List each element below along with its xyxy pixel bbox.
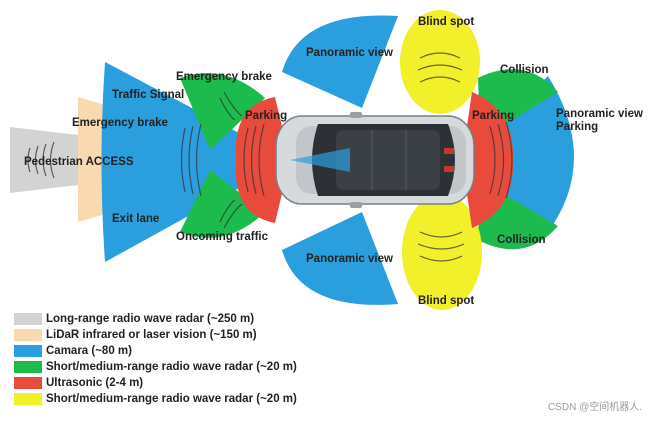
- label-emergency-brake-rear: Emergency brake: [72, 117, 168, 129]
- legend-label: LiDaR infrared or laser vision (~150 m): [46, 329, 257, 341]
- legend-item: Short/medium-range radio wave radar (~20…: [14, 391, 297, 407]
- label-pedestrian-access: Pedestrian ACCESS: [24, 156, 134, 168]
- label-traffic-signal: Traffic Signal: [112, 89, 184, 101]
- panoramic-top-zone: [282, 15, 398, 108]
- blind-spot-bottom-zone: [402, 194, 482, 310]
- label-emergency-brake-front: Emergency brake: [176, 71, 272, 83]
- label-oncoming-traffic: Oncoming traffic: [176, 231, 269, 243]
- label-panoramic-view-parking-2: Parking: [556, 121, 598, 133]
- ultrasonic-front-zone: [235, 97, 290, 223]
- label-blind-spot-top: Blind spot: [418, 16, 474, 28]
- legend-swatch: [14, 313, 42, 325]
- legend-swatch: [14, 393, 42, 405]
- legend-item: Short/medium-range radio wave radar (~20…: [14, 359, 297, 375]
- label-panoramic-view-top: Panoramic view: [306, 47, 393, 59]
- front-radar-top-zone: [180, 73, 265, 150]
- legend-item: Long-range radio wave radar (~250 m): [14, 311, 297, 327]
- car-top-view: [275, 112, 475, 208]
- legend-label: Short/medium-range radio wave radar (~20…: [46, 393, 297, 405]
- label-parking-left: Parking: [245, 110, 287, 122]
- label-collision-top: Collision: [500, 64, 549, 76]
- front-radar-bottom-zone: [180, 170, 265, 238]
- ultrasonic-rear-zone: [462, 92, 514, 228]
- blind-spot-top-zone: [400, 10, 480, 114]
- label-exit-lane: Exit lane: [112, 213, 159, 225]
- label-panoramic-view-bottom: Panoramic view: [306, 253, 393, 265]
- legend-swatch: [14, 377, 42, 389]
- legend-swatch: [14, 361, 42, 373]
- legend-swatch: [14, 329, 42, 341]
- legend: Long-range radio wave radar (~250 m) LiDa…: [14, 311, 297, 407]
- legend-label: Short/medium-range radio wave radar (~20…: [46, 361, 297, 373]
- legend-label: Ultrasonic (2-4 m): [46, 377, 144, 389]
- wave-lines: [27, 52, 513, 262]
- legend-label: Long-range radio wave radar (~250 m): [46, 313, 255, 325]
- legend-item: LiDaR infrared or laser vision (~150 m): [14, 327, 297, 343]
- label-blind-spot-bottom: Blind spot: [418, 295, 474, 307]
- legend-swatch: [14, 345, 42, 357]
- label-collision-bottom: Collision: [497, 234, 546, 246]
- label-parking-right: Parking: [472, 110, 514, 122]
- legend-label: Camara (~80 m): [46, 345, 132, 357]
- rear-camera-zone: [462, 76, 574, 232]
- legend-item: Camara (~80 m): [14, 343, 297, 359]
- watermark: CSDN @空间机器人.: [547, 402, 642, 413]
- panoramic-bottom-zone: [282, 212, 398, 305]
- label-panoramic-view-parking-1: Panoramic view: [556, 108, 643, 120]
- front-camera-zone: [101, 62, 290, 262]
- legend-item: Ultrasonic (2-4 m): [14, 375, 297, 391]
